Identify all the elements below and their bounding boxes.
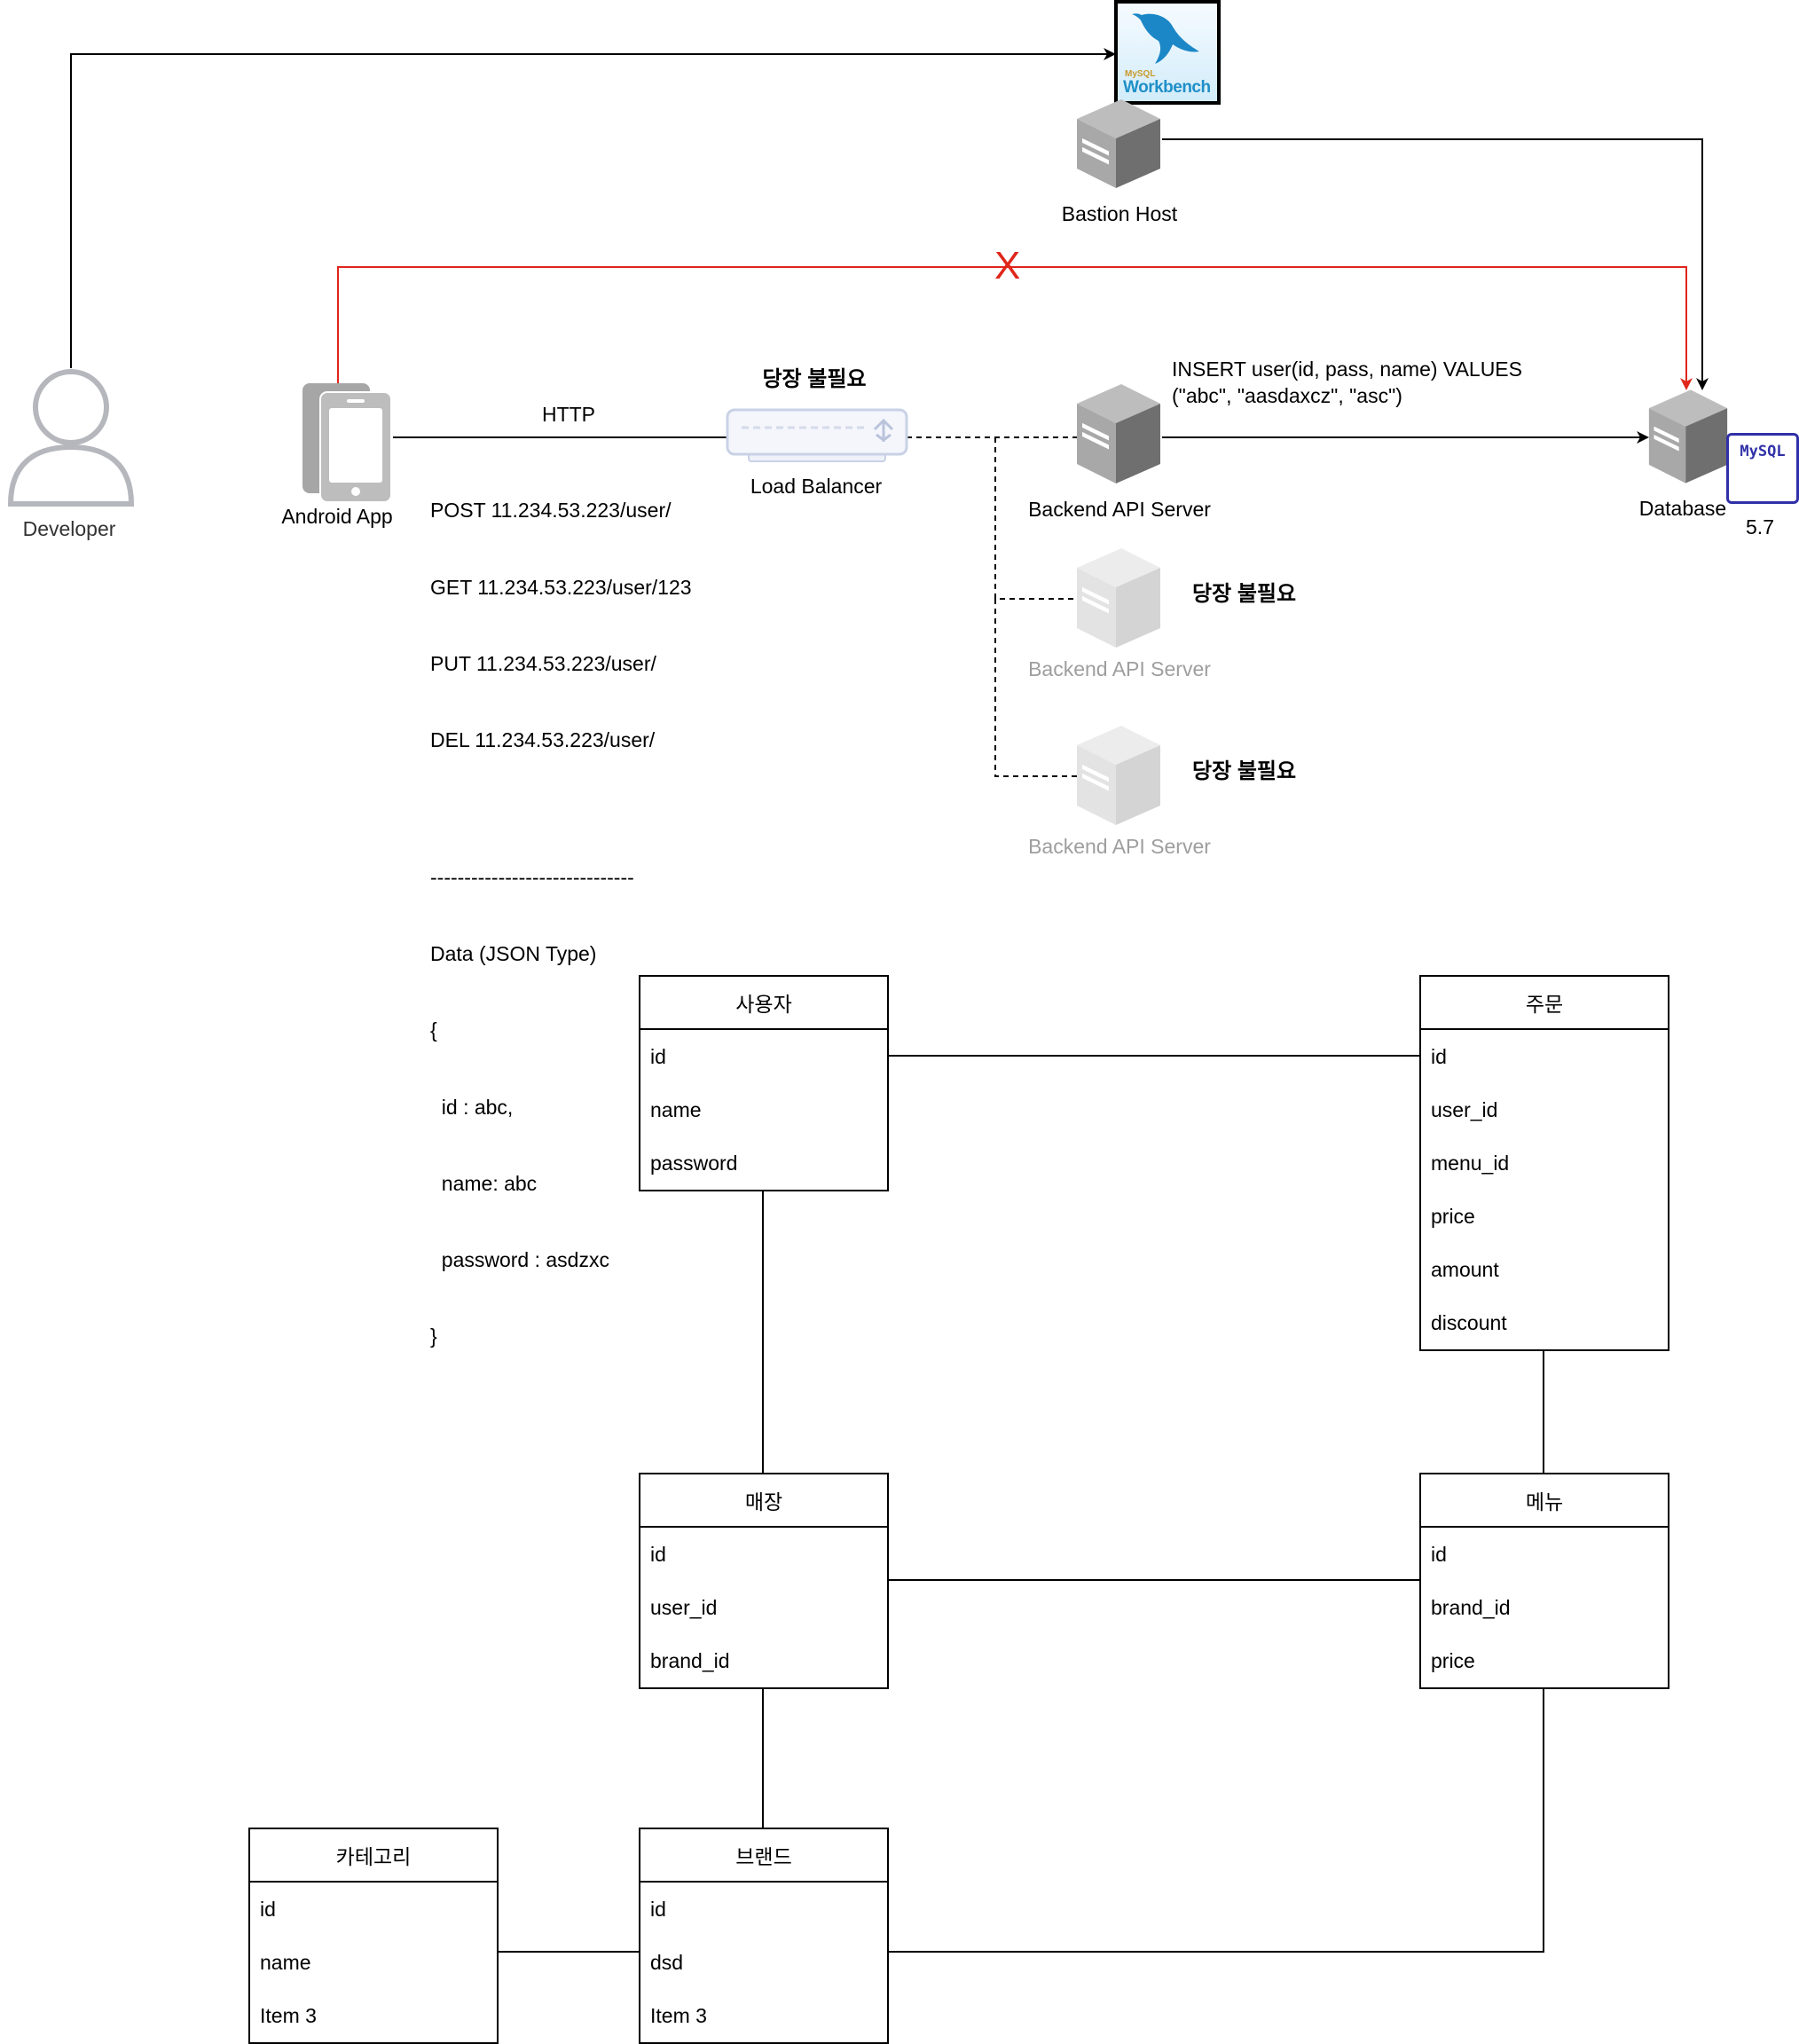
developer-label: Developer — [22, 517, 116, 540]
insert-query-line2: ("abc", "aasdaxcz", "asc") — [1172, 384, 1402, 407]
request-line: ------------------------------ — [430, 866, 634, 890]
insert-query-line1: INSERT user(id, pass, name) VALUES — [1172, 358, 1522, 381]
bastion-host-label: Bastion Host — [1061, 202, 1178, 225]
developer-to-workbench-arrow — [70, 48, 1116, 368]
backend-server-icon — [1077, 384, 1160, 483]
database-label: Database — [1638, 497, 1727, 520]
entity-field: id — [650, 1898, 666, 1921]
load-balancer-label: Load Balancer — [750, 475, 883, 498]
android-app-label: Android App — [281, 505, 393, 528]
entity-field: id — [1431, 1543, 1447, 1566]
entity-menu[interactable]: 메뉴 id brand_id price — [1419, 1473, 1669, 1689]
entity-title: 주문 — [1421, 977, 1668, 1030]
entity-field: password — [650, 1152, 738, 1175]
workbench-name-text: Workbench — [1123, 78, 1211, 97]
entity-field: name — [650, 1098, 702, 1121]
entity-order[interactable]: 주문 id user_id menu_id price amount disco… — [1419, 975, 1669, 1351]
entity-user[interactable]: 사용자 id name password — [639, 975, 889, 1191]
lb-not-needed-note: 당장 불필요 — [762, 367, 867, 391]
entity-field: id — [650, 1045, 666, 1068]
entity-field: id — [1431, 1045, 1447, 1068]
request-line: { — [430, 1018, 437, 1042]
http-request-notes: POST 11.234.53.223/user/ GET 11.234.53.2… — [430, 447, 692, 1374]
dolphin-icon — [1132, 13, 1199, 64]
database-server-icon — [1648, 389, 1728, 483]
entity-field: menu_id — [1431, 1152, 1510, 1175]
rel-brand-menu — [888, 1686, 1544, 1953]
load-balancer-icon — [726, 408, 908, 462]
entity-field: amount — [1431, 1258, 1499, 1281]
entity-title: 브랜드 — [640, 1829, 887, 1883]
mysql-badge-text: MySQL — [1740, 443, 1786, 460]
lb-to-backend3-dashed-line — [994, 599, 1080, 777]
http-label: HTTP — [541, 403, 596, 426]
request-line: password : asdzxc — [430, 1247, 609, 1271]
backend-server-label: Backend API Server — [1028, 498, 1211, 521]
bastion-to-database-arrow — [1162, 138, 1709, 390]
entity-title: 카테고리 — [250, 1829, 497, 1883]
developer-icon — [7, 369, 135, 507]
mobile-phones-icon — [302, 383, 392, 503]
request-line: GET 11.234.53.223/user/123 — [430, 575, 692, 599]
entity-field: Item 3 — [260, 2004, 317, 2027]
entity-field: user_id — [1431, 1098, 1498, 1121]
entity-field: id — [260, 1898, 276, 1921]
entity-field: Item 3 — [650, 2004, 707, 2027]
mysql-workbench-icon: MySQL Workbench — [1114, 0, 1221, 105]
entity-field: price — [1431, 1649, 1475, 1672]
entity-field: dsd — [650, 1951, 684, 1974]
mysql-badge-icon: MySQL — [1726, 433, 1799, 504]
blocked-x-mark: X — [994, 244, 1021, 287]
entity-store[interactable]: 매장 id user_id brand_id — [639, 1473, 889, 1689]
backend3-not-needed-note: 당장 불필요 — [1192, 759, 1297, 783]
entity-field: price — [1431, 1205, 1475, 1228]
backend-server-3-icon — [1077, 726, 1160, 825]
request-line: DEL 11.234.53.223/user/ — [430, 727, 656, 751]
request-line: } — [430, 1324, 437, 1348]
android-to-database-blocked-arrow — [337, 266, 1693, 390]
entity-field: brand_id — [1431, 1596, 1511, 1619]
request-line: id : abc, — [430, 1095, 514, 1119]
entity-field: name — [260, 1951, 311, 1974]
entity-field: user_id — [650, 1596, 718, 1619]
request-line — [430, 804, 692, 814]
entity-title: 사용자 — [640, 977, 887, 1030]
request-line: POST 11.234.53.223/user/ — [430, 499, 672, 523]
bastion-server-icon — [1077, 99, 1160, 188]
request-line: name: abc — [430, 1171, 538, 1195]
backend-server-2-label: Backend API Server — [1028, 657, 1211, 680]
backend2-not-needed-note: 당장 불필요 — [1192, 582, 1297, 606]
entity-category[interactable]: 카테고리 id name Item 3 — [248, 1828, 499, 2044]
mysql-version-label: 5.7 — [1746, 515, 1774, 539]
backend-server-2-icon — [1077, 548, 1160, 648]
entity-field: discount — [1431, 1311, 1507, 1334]
request-line: PUT 11.234.53.223/user/ — [430, 651, 656, 675]
entity-title: 매장 — [640, 1474, 887, 1528]
workbench-brand-text: MySQL — [1125, 69, 1156, 79]
entity-field: brand_id — [650, 1649, 730, 1672]
entity-field: id — [650, 1543, 666, 1566]
request-line: Data (JSON Type) — [430, 942, 597, 966]
entity-brand[interactable]: 브랜드 id dsd Item 3 — [639, 1828, 889, 2044]
backend-server-3-label: Backend API Server — [1028, 835, 1211, 858]
entity-title: 메뉴 — [1421, 1474, 1668, 1528]
